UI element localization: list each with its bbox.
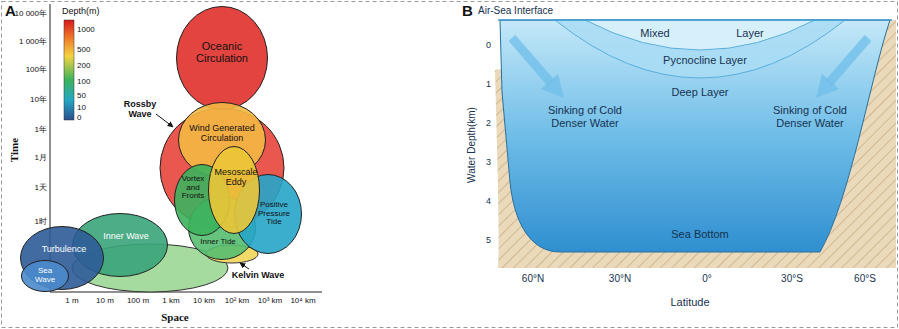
- panel-letter: B: [462, 2, 473, 19]
- axis-tick: 100年: [26, 65, 47, 74]
- axis-tick: 10³ km: [258, 296, 282, 305]
- region-label: Sea Bottom: [671, 228, 728, 241]
- callout-label: Kelvin Wave: [232, 270, 285, 280]
- colorbar-tick: 500: [77, 45, 90, 54]
- leader-arrow: [156, 114, 173, 127]
- process-label: Sinking of Cold Denser Water: [760, 104, 860, 129]
- panel-letter: A: [5, 2, 16, 19]
- leader-arrow: [240, 263, 249, 269]
- colorbar-tick: 0: [77, 113, 81, 122]
- colorbar-tick: 200: [77, 61, 90, 70]
- phenomenon-ellipse: Oceanic Circulation: [176, 6, 268, 110]
- colorbar-tick: 50: [77, 91, 86, 100]
- axis-tick: 1 m: [65, 296, 78, 305]
- axis-tick: 10⁴ km: [290, 296, 315, 305]
- sinking-arrows: [512, 38, 868, 98]
- callout-label: Rossby Wave: [120, 99, 160, 120]
- axis-tick: 10 m: [96, 296, 114, 305]
- axis-tick: 10 000年: [15, 9, 47, 18]
- land: [495, 20, 896, 268]
- ocean-basin: [500, 20, 890, 252]
- axis-tick: 100 m: [127, 296, 149, 305]
- layer-label: Pycnocline Layer: [663, 54, 747, 67]
- ellipse-shape: [22, 261, 69, 292]
- ellipse-label: Sea Wave: [32, 267, 58, 285]
- axis-tick: 0: [486, 40, 491, 50]
- ellipse-label: Turbulence: [42, 245, 87, 255]
- ellipse-label: Wind Generated Circulation: [182, 124, 262, 144]
- phenomenon-ellipse: Mesoscale Eddy: [208, 146, 260, 234]
- axis-tick: 1年: [35, 125, 47, 134]
- axis-tick: 3: [486, 157, 491, 167]
- layer-label: Mixed: [640, 27, 669, 40]
- mixed-lens: [585, 20, 815, 50]
- depth-colorbar: [64, 20, 74, 120]
- axis-title: Water Depth(km): [466, 107, 478, 183]
- axis-tick: 1天: [35, 183, 47, 192]
- axis-tick: 5: [486, 235, 491, 245]
- axis-title: Time: [8, 138, 21, 162]
- axis-tick: 30°N: [609, 273, 631, 285]
- region-label: Air-Sea Interface: [478, 5, 553, 17]
- ellipse-label: Positive Pressure Tide: [251, 201, 297, 227]
- axis-tick: 60°S: [854, 273, 876, 285]
- ellipse-label: Mesoscale Eddy: [212, 168, 260, 188]
- ellipse-outline: [208, 146, 260, 234]
- ellipse-label: Vortex and Fronts: [176, 175, 210, 201]
- ellipse-label: Oceanic Circulation: [182, 40, 262, 64]
- axis-tick: 10 km: [193, 296, 215, 305]
- axis-tick: 1: [486, 79, 491, 89]
- colorbar-tick: 1000: [77, 25, 95, 34]
- axis-tick: 10年: [30, 95, 47, 104]
- axis-tick: 60°N: [522, 273, 544, 285]
- phenomenon-ellipse: Sea Wave: [21, 260, 69, 292]
- axis-tick: 2: [486, 118, 491, 128]
- axis-tick: 4: [486, 196, 491, 206]
- colorbar-tick: 10: [77, 103, 86, 112]
- axis-tick: 0°: [702, 273, 712, 285]
- ellipse-shape: [209, 147, 260, 234]
- ellipse-label: Inner Tide: [198, 238, 238, 247]
- pycnocline-lens: [555, 20, 845, 78]
- axis-title: Latitude: [670, 296, 709, 309]
- colorbar-title: Depth(m): [62, 6, 100, 16]
- sea-surface: [498, 19, 892, 21]
- axis-tick: 1月: [35, 153, 47, 162]
- axis-tick: 1时: [35, 217, 47, 226]
- axis-tick: 1 000年: [19, 37, 47, 46]
- axis-tick: 1 km: [162, 296, 179, 305]
- process-label: Sinking of Cold Denser Water: [535, 104, 635, 129]
- colorbar-tick: 100: [77, 77, 90, 86]
- axis-tick: 10² km: [225, 296, 249, 305]
- axis-tick: 30°S: [781, 273, 803, 285]
- ellipse-shape: [177, 7, 268, 110]
- ellipse-label: Inner Wave: [96, 232, 156, 242]
- layer-label: Deep Layer: [672, 86, 729, 99]
- layer-label: Layer: [736, 27, 764, 40]
- axis-title: Space: [161, 311, 189, 324]
